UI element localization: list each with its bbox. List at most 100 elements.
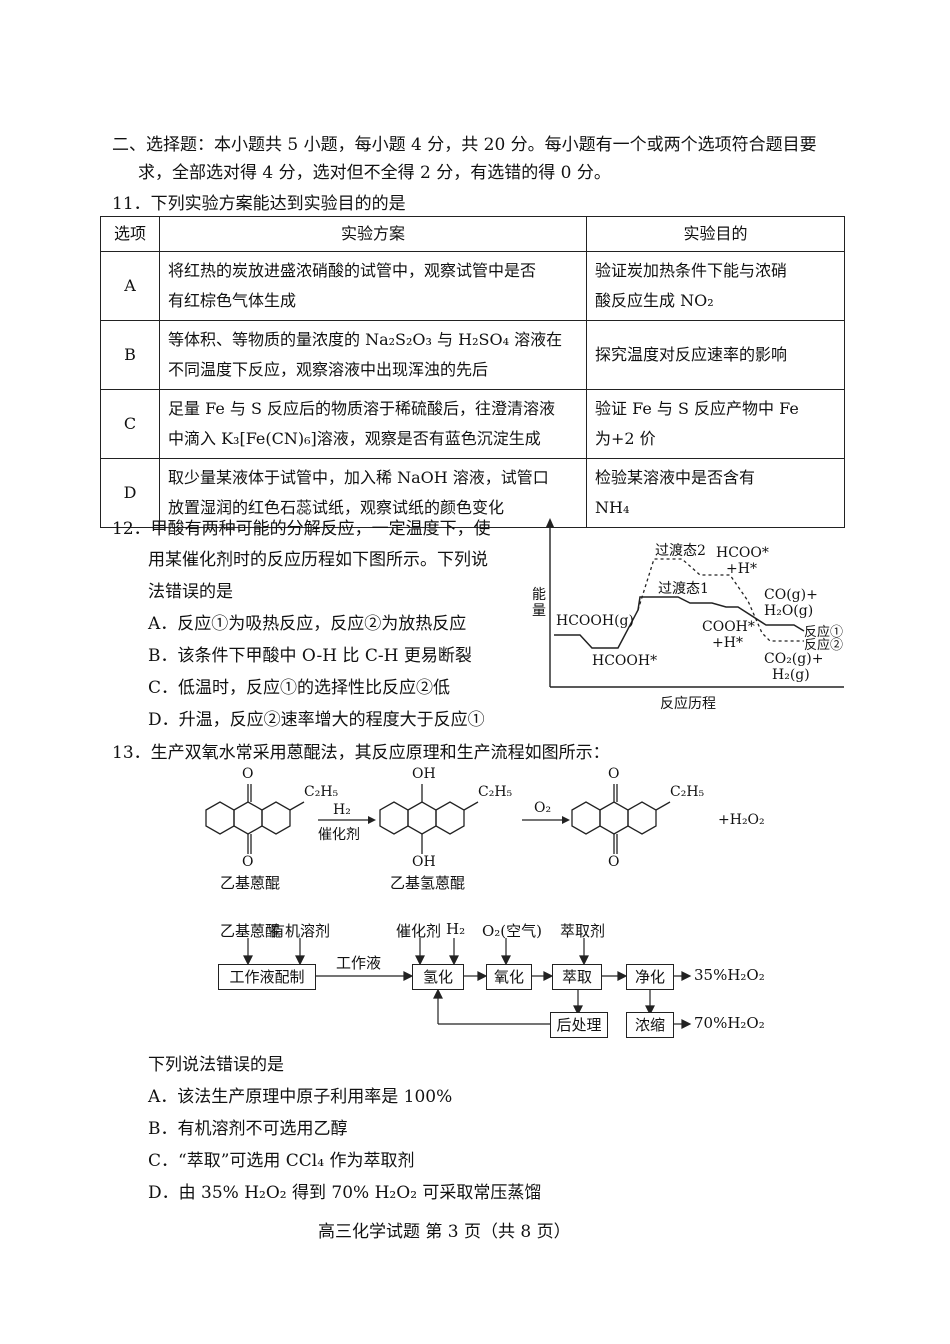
label-o-bottom-3: O (608, 854, 620, 870)
process-flow: 乙基蒽醌 有机溶剂 工作液配制 工作液 催化剂 H₂ O₂(空气) 萃取剂 氢化… (200, 912, 800, 1044)
flow-label-working-solution: 工作液 (336, 954, 382, 972)
aim-line: 检验某溶液中是否含有 (595, 468, 756, 487)
label-et-1: C₂H₅ (304, 784, 339, 800)
molecule-ethylanthraquinone-product (571, 784, 671, 854)
label-cooh-h: +H* (712, 635, 743, 651)
energy-diagram: 能量 反应历程 HCOOH(g) HCOOH* 过渡态2 过渡态1 HCOO* … (530, 515, 850, 712)
flow-box-purification: 净化 (626, 964, 674, 990)
label-co2: CO₂(g)+ (764, 651, 824, 667)
q12-option-b: B．该条件下甲酸中 O-H 比 C-H 更易断裂 (148, 646, 472, 666)
aim-line: 为+2 价 (595, 429, 656, 448)
table-row: A 将红热的炭放进盛浓硝酸的试管中，观察试管中是否有红棕色气体生成 验证炭加热条… (100, 251, 845, 321)
table-row: D 取少量某液体于试管中，加入稀 NaOH 溶液，试管口放置湿润的红色石蕊试纸，… (100, 458, 845, 528)
label-o-top-3: O (608, 766, 620, 782)
row-option: B (100, 320, 160, 390)
label-o-bottom-1: O (242, 854, 254, 870)
label-name-1: 乙基蒽醌 (220, 874, 281, 892)
label-hcooh-star: HCOOH* (592, 653, 658, 669)
y-axis-label: 能量 (532, 587, 546, 619)
q13-stem: 13．生产双氧水常采用蒽醌法，其反应原理和生产流程如图所示： (112, 743, 610, 763)
row-plan: 等体积、等物质的量浓度的 Na₂S₂O₃ 与 H₂SO₄ 溶液在不同温度下反应，… (159, 320, 587, 390)
label-cooh: COOH* (702, 619, 755, 635)
label-o2-reagent: O₂ (534, 800, 552, 816)
header-option: 选项 (100, 216, 160, 252)
page-footer: 高三化学试题 第 3 页（共 8 页） (318, 1222, 571, 1242)
flow-output-35: 35%H₂O₂ (694, 966, 765, 984)
label-et-2: C₂H₅ (478, 784, 513, 800)
reaction-2-path (637, 558, 804, 642)
q13-option-c: C．“萃取”可选用 CCl₄ 作为萃取剂 (148, 1151, 415, 1171)
label-reaction-2: 反应② (804, 638, 844, 653)
molecule-ethylhydroanthraquinone (379, 784, 479, 854)
row-plan: 将红热的炭放进盛浓硝酸的试管中，观察试管中是否有红棕色气体生成 (159, 251, 587, 321)
flow-box-concentration: 浓缩 (626, 1012, 674, 1038)
label-oh-top: OH (412, 766, 436, 782)
label-reaction-1: 反应① (804, 625, 844, 640)
flow-box-posttreatment: 后处理 (550, 1012, 608, 1038)
reaction-1-path (554, 596, 805, 649)
header-aim: 实验目的 (586, 216, 845, 252)
label-oh-bottom: OH (412, 854, 436, 870)
q11-stem: 11．下列实验方案能达到实验目的的是 (112, 194, 406, 214)
y-axis-arrow (546, 518, 554, 527)
flow-input-o2: O₂(空气) (482, 922, 543, 940)
label-h2o2-product: +H₂O₂ (718, 812, 765, 828)
flow-input-h2: H₂ (446, 920, 466, 938)
arrow-head (562, 816, 570, 824)
flow-input-anthraquinone: 乙基蒽醌 (220, 922, 281, 940)
arrow-head (368, 816, 376, 824)
flow-box-prep: 工作液配制 (218, 964, 316, 990)
row-plan: 足量 Fe 与 S 反应后的物质溶于稀硫酸后，往澄清溶液中滴入 K₃[Fe(CN… (159, 389, 587, 459)
label-name-2: 乙基氢蒽醌 (390, 874, 466, 892)
aim-line: 酸反应生成 NO₂ (595, 291, 714, 310)
row-option: D (100, 458, 160, 528)
label-ts1: 过渡态1 (658, 581, 709, 597)
label-catalyst: 催化剂 (318, 827, 360, 843)
row-aim: 验证炭加热条件下能与浓硝酸反应生成 NO₂ (586, 251, 845, 321)
q12-option-a: A．反应①为吸热反应，反应②为放热反应 (148, 614, 467, 634)
molecule-ethylanthraquinone (205, 784, 305, 854)
row-plan: 取少量某液体于试管中，加入稀 NaOH 溶液，试管口放置湿润的红色石蕊试纸，观察… (159, 458, 587, 528)
reaction-scheme: O O C₂H₅ H₂ 催化剂 OH OH C₂H₅ O₂ O O C₂H₅ +… (190, 762, 780, 892)
q12-stem-line1: 12．甲酸有两种可能的分解反应，一定温度下，使 (112, 519, 491, 539)
aim-line: NH₄ (595, 498, 630, 517)
row-option: A (100, 251, 160, 321)
plan-line: 放置湿润的红色石蕊试纸，观察试纸的颜色变化 (168, 498, 505, 517)
q12-option-c: C．低温时，反应①的选择性比反应②低 (148, 678, 451, 698)
aim-line: 验证 Fe 与 S 反应产物中 Fe (595, 399, 799, 418)
row-aim: 探究温度对反应速率的影响 (586, 320, 845, 390)
row-option: C (100, 389, 160, 459)
q13-option-d: D．由 35% H₂O₂ 得到 70% H₂O₂ 可采取常压蒸馏 (148, 1183, 542, 1203)
flow-input-solvent: 有机溶剂 (270, 922, 331, 940)
aim-line: 验证炭加热条件下能与浓硝 (595, 261, 788, 280)
plan-line: 有红棕色气体生成 (168, 291, 297, 310)
q13-option-a: A．该法生产原理中原子利用率是 100% (148, 1087, 453, 1107)
flow-box-oxidation: 氧化 (486, 964, 532, 990)
table-header-row: 选项 实验方案 实验目的 (100, 216, 845, 252)
label-co: CO(g)+ (764, 587, 818, 603)
label-h2: H₂(g) (772, 667, 810, 683)
q12-stem-line3: 法错误的是 (148, 582, 233, 602)
label-o-top-1: O (242, 766, 254, 782)
q13-option-b: B．有机溶剂不可选用乙醇 (148, 1119, 348, 1139)
plan-line: 足量 Fe 与 S 反应后的物质溶于稀硫酸后，往澄清溶液 (168, 399, 556, 418)
table-row: B 等体积、等物质的量浓度的 Na₂S₂O₃ 与 H₂SO₄ 溶液在不同温度下反… (100, 320, 845, 390)
aim-line: 探究温度对反应速率的影响 (595, 345, 788, 364)
q13-stem2: 下列说法错误的是 (148, 1055, 284, 1075)
label-hcoo: HCOO* (716, 545, 769, 561)
plan-line: 不同温度下反应，观察溶液中出现浑浊的先后 (168, 360, 489, 379)
row-aim: 验证 Fe 与 S 反应产物中 Fe 为+2 价 (586, 389, 845, 459)
label-ts2: 过渡态2 (655, 543, 706, 559)
label-et-3: C₂H₅ (670, 784, 705, 800)
label-hcooh-g: HCOOH(g) (556, 613, 634, 629)
q12-stem-line2: 用某催化剂时的反应历程如下图所示。下列说 (148, 550, 488, 570)
label-h2o: H₂O(g) (764, 603, 814, 619)
flow-input-catalyst: 催化剂 (396, 922, 442, 940)
x-axis-label: 反应历程 (660, 696, 716, 712)
plan-line: 将红热的炭放进盛浓硝酸的试管中，观察试管中是否 (168, 261, 537, 280)
plan-line: 中滴入 K₃[Fe(CN)₆]溶液，观察是否有蓝色沉淀生成 (168, 429, 541, 448)
energy-diagram-svg (546, 518, 844, 688)
row-aim: 检验某溶液中是否含有 NH₄ (586, 458, 845, 528)
plan-line: 等体积、等物质的量浓度的 Na₂S₂O₃ 与 H₂SO₄ 溶液在 (168, 330, 563, 349)
flow-box-hydrogenation: 氢化 (412, 964, 464, 990)
